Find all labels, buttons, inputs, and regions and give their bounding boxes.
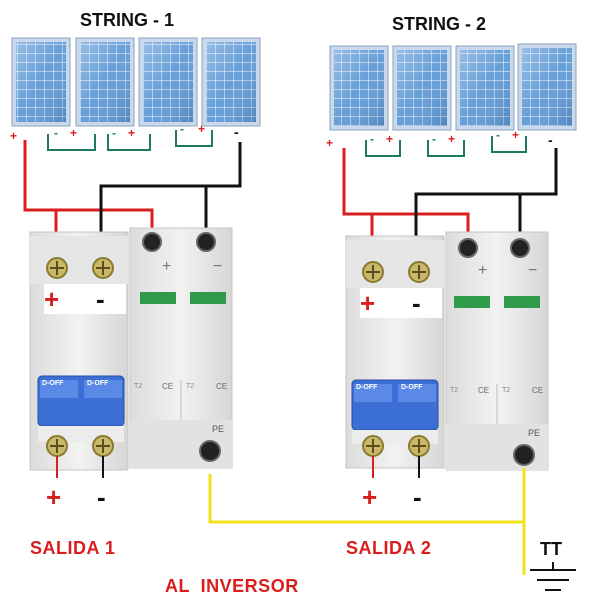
link-2-plus: +	[128, 126, 136, 140]
link-2-minus: -	[112, 126, 116, 140]
spd-2-t2-b: T2	[502, 387, 511, 394]
panel-link-6	[491, 136, 527, 153]
breaker-2-out-minus: -	[413, 482, 422, 512]
solar-panel-8	[517, 43, 577, 131]
breaker-1-switch-text-a: D-OFF	[42, 380, 64, 387]
spd-1-minus: −	[213, 258, 223, 275]
terminal-screw	[458, 238, 478, 258]
pe-terminal	[513, 444, 535, 466]
status-window	[190, 292, 226, 304]
spd-2-ce-a: CE	[478, 386, 490, 395]
pe-terminal	[199, 440, 221, 462]
breaker-1-out-plus: +	[46, 482, 62, 512]
link-5-minus: -	[432, 132, 436, 146]
link-4-minus: -	[370, 132, 374, 146]
spd-2-minus: −	[528, 262, 538, 279]
string-2-plus-label: +	[326, 136, 334, 150]
earth-system-label: TT	[540, 539, 562, 559]
positive-wire-2	[342, 148, 470, 236]
link-1-minus: -	[54, 126, 58, 140]
panel-link-3	[175, 130, 213, 147]
spd-1-ce-a: CE	[162, 382, 174, 391]
negative-wire-2	[414, 148, 558, 240]
salida-2-label: SALIDA 2	[346, 538, 432, 558]
surge-protector-2	[445, 231, 549, 471]
string-2	[329, 43, 577, 478]
spd-1-t2-b: T2	[186, 383, 195, 390]
string-1-minus-label: -	[234, 124, 239, 140]
string-2-minus-label: -	[548, 132, 553, 148]
solar-panel-2	[75, 37, 135, 127]
spd-2-pe: PE	[528, 428, 541, 438]
status-window	[504, 296, 540, 308]
breaker-2-switch-text-b: D-OFF	[401, 384, 423, 391]
spd-1-plus: +	[162, 258, 172, 275]
terminal-screw	[142, 232, 162, 252]
spd-1-t2-a: T2	[134, 383, 143, 390]
status-window	[454, 296, 490, 308]
link-3-minus: -	[180, 122, 184, 136]
breaker-1-switch-text-b: D-OFF	[87, 380, 109, 387]
link-6-minus: -	[496, 128, 500, 142]
link-3-plus: +	[198, 122, 206, 136]
panel-link-5	[427, 140, 465, 157]
string-2-title: STRING - 2	[392, 14, 487, 34]
breaker-2-out-plus: +	[362, 482, 378, 512]
surge-protector-1	[129, 227, 233, 469]
positive-wire-1	[23, 140, 154, 232]
solar-panel-6	[392, 45, 452, 131]
solar-panel-4	[201, 37, 261, 127]
terminal-screw	[196, 232, 216, 252]
panel-link-2	[107, 134, 151, 151]
terminal-screw	[510, 238, 530, 258]
string-1	[11, 37, 261, 478]
link-4-plus: +	[386, 132, 394, 146]
breaker-2-in-minus: -	[412, 288, 421, 318]
link-6-plus: +	[512, 128, 520, 142]
salida-1-label: SALIDA 1	[30, 538, 116, 558]
spd-1-pe: PE	[212, 424, 225, 434]
breaker-2-in-plus: +	[360, 288, 376, 318]
spd-2-ce-b: CE	[532, 386, 544, 395]
dc-breaker-2	[345, 235, 445, 469]
spd-2-t2-a: T2	[450, 387, 459, 394]
breaker-1-in-plus: +	[44, 284, 60, 314]
breaker-1-in-minus: -	[96, 284, 105, 314]
breaker-2-switch-text-a: D-OFF	[356, 384, 378, 391]
link-5-plus: +	[448, 132, 456, 146]
solar-panel-5	[329, 45, 389, 131]
panel-link-1	[47, 134, 96, 151]
string-1-plus-label: +	[10, 129, 18, 143]
dc-breaker-1	[29, 231, 129, 471]
string-1-title: STRING - 1	[80, 10, 175, 30]
spd-1-ce-b: CE	[216, 382, 228, 391]
spd-2-plus: +	[478, 262, 488, 279]
al-inversor-label: AL INVERSOR	[165, 576, 299, 596]
solar-panel-3	[138, 37, 198, 127]
solar-panel-1	[11, 37, 71, 127]
solar-panel-7	[455, 45, 515, 131]
ground-symbol-icon	[530, 562, 576, 591]
earth-wire	[208, 468, 526, 524]
breaker-1-out-minus: -	[97, 482, 106, 512]
link-1-plus: +	[70, 126, 78, 140]
status-window	[140, 292, 176, 304]
negative-wire-1	[99, 142, 242, 236]
panel-link-4	[365, 140, 401, 157]
